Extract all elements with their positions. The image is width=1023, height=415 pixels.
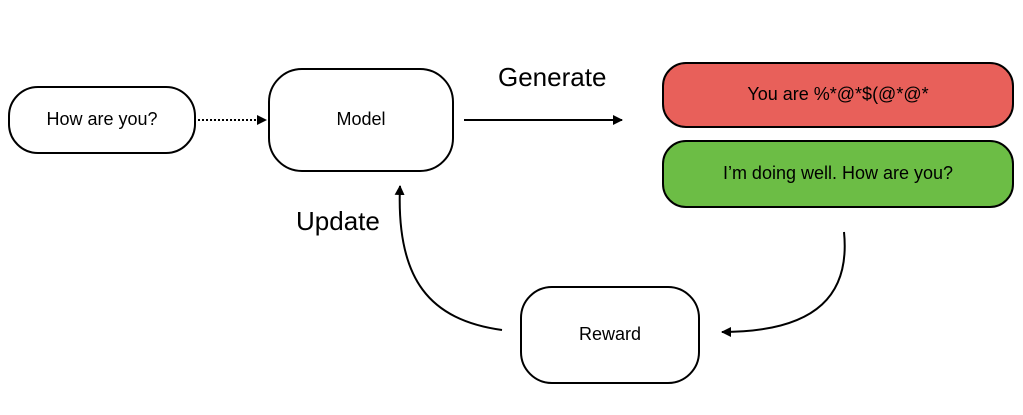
bad-response-node: You are %*@*$(@*@* [662, 62, 1014, 128]
edge-responses-to-reward [721, 231, 846, 337]
reward-node: Reward [520, 286, 700, 384]
update-edge-label: Update [296, 206, 380, 236]
prompt-node-label: How are you? [46, 109, 158, 130]
bad-response-label: You are %*@*$(@*@* [747, 84, 929, 105]
good-response-label: I’m doing well. How are you? [722, 163, 954, 184]
reward-node-label: Reward [578, 324, 642, 345]
prompt-node: How are you? [8, 86, 196, 154]
edge-reward-to-model [394, 185, 503, 331]
model-node-label: Model [336, 109, 386, 130]
good-response-node: I’m doing well. How are you? [662, 140, 1014, 208]
generate-edge-label: Generate [498, 62, 607, 92]
model-node: Model [268, 68, 454, 172]
